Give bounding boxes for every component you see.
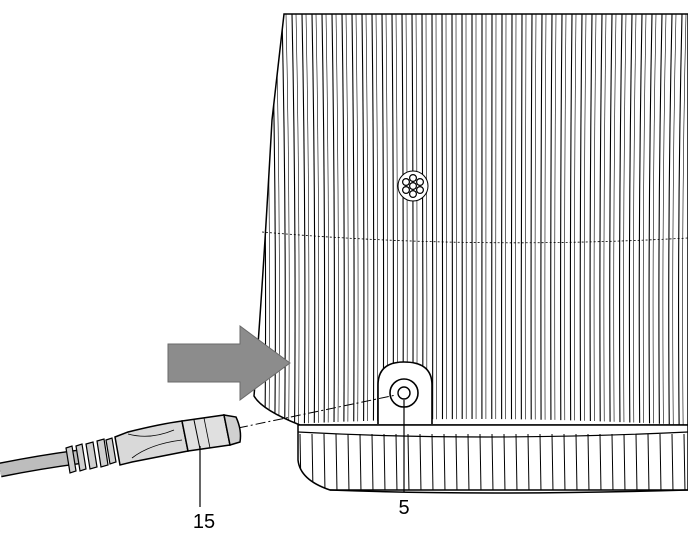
body-rib [442, 14, 443, 419]
callout-label-plug: 15 [193, 511, 215, 529]
dc-plug [66, 415, 241, 473]
device-base [298, 425, 688, 493]
power-cable [0, 457, 78, 470]
power-socket-icon [378, 362, 432, 424]
body-rib [511, 14, 512, 419]
device-body [254, 14, 688, 425]
speaker-vent-icon [398, 171, 428, 201]
callout-label-socket: 5 [398, 497, 409, 519]
